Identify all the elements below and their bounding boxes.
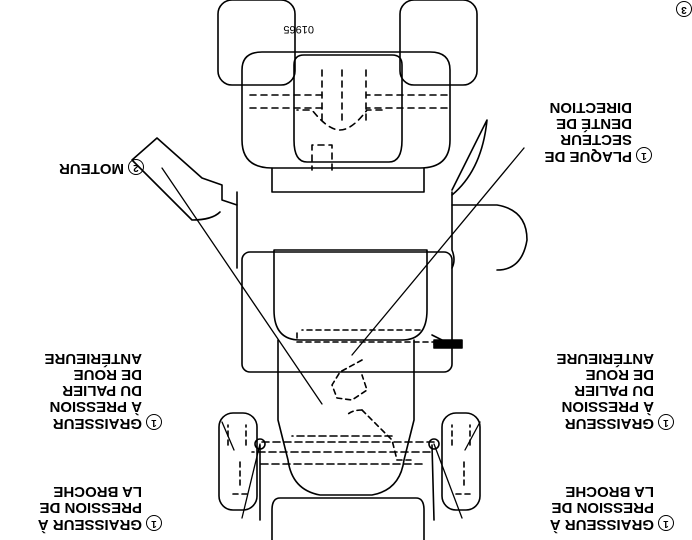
hood-vent [241, 251, 453, 373]
front-nose [271, 497, 425, 540]
leader-lines [161, 147, 525, 519]
mower-housing [451, 204, 528, 271]
callout-number: 1 [146, 414, 162, 430]
frame-side-left [451, 191, 455, 269]
seat-outline [241, 51, 451, 169]
steering-rack-dashes [296, 329, 438, 461]
callout-number: 1 [658, 414, 674, 430]
front-wheel-right [218, 412, 258, 511]
seat-cushion [293, 54, 403, 163]
callout-wheel-right: 1GRAISSEUR À PRESSION DU PALIER DE ROUE … [556, 350, 674, 432]
front-wheel-marks [227, 424, 471, 495]
leader-wheel-left [464, 421, 481, 451]
rear-wheel-left [399, 0, 478, 86]
callout-number: 1 [146, 515, 162, 531]
callout-number: 2 [128, 159, 144, 175]
corner-number: 3 [672, 1, 692, 18]
callout-spindle-left: 1GRAISSEUR À PRESSION DE LA BROCHE [38, 483, 162, 533]
callout-spindle-right: 1GRAISSEUR À PRESSION DE LA BROCHE [550, 483, 674, 533]
front-wheel-left [441, 412, 481, 511]
callout-number: 1 [658, 515, 674, 531]
leader-spindle-right [241, 443, 261, 519]
side-fender-left [451, 119, 488, 196]
leader-spindle-left [433, 443, 463, 519]
callout-wheel-left: 1GRAISSEUR À PRESSION DU PALIER DE ROUE … [44, 350, 162, 432]
hood-lower [277, 339, 415, 496]
leader-steering [351, 147, 525, 356]
callout-steering: 1PLAQUE DE SECTEUR DENTÉ DE DIRECTION [544, 99, 652, 165]
figure-id: 01965 [283, 23, 314, 35]
leader-engine [161, 167, 323, 405]
steering-handle-grip [433, 339, 463, 349]
spindle-fitting-left [428, 438, 440, 450]
frame-rear [271, 167, 425, 193]
rear-hitch-dashes [246, 69, 448, 171]
hood-outline [273, 249, 428, 341]
callout-number: 1 [636, 147, 652, 163]
callout-engine: 2MOTEUR [59, 159, 144, 177]
spindle-fitting-right [254, 438, 266, 450]
rear-wheel-right [217, 0, 296, 86]
side-fender-right [131, 137, 238, 221]
leader-wheel-right [221, 421, 235, 451]
front-axle-dashes [251, 435, 435, 465]
front-nose-inner [259, 444, 435, 521]
